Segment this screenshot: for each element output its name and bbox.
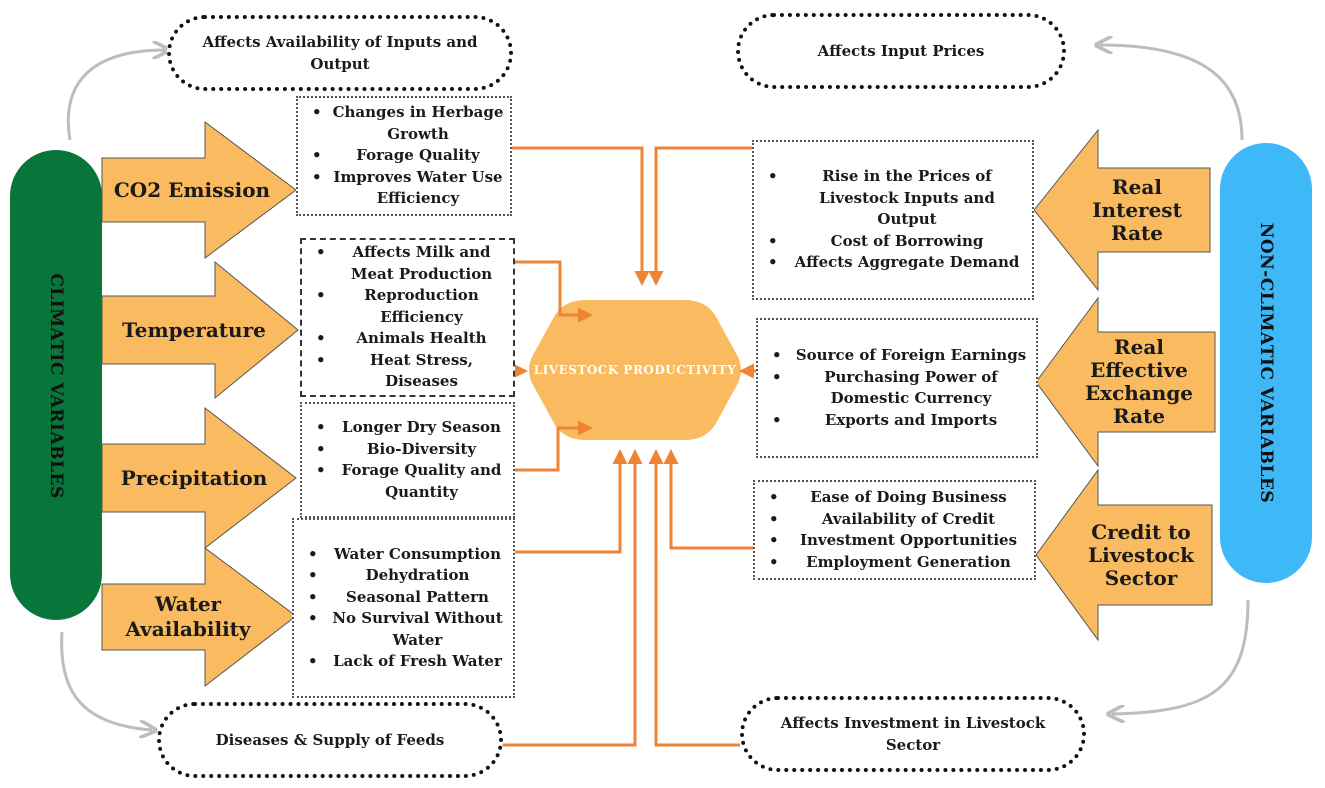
non-climatic-variables-pill — [1220, 143, 1312, 583]
list-item: Reproduction Efficiency — [308, 285, 507, 328]
list-item: Investment Opportunities — [761, 530, 1028, 552]
feedback-arrow-top-right — [1100, 45, 1244, 141]
real-effective-exchange-rate-arrow — [1035, 296, 1216, 468]
connector-temperature-to-center — [515, 260, 593, 323]
list-item: Dehydration — [300, 565, 507, 587]
connector-co2-to-center — [512, 146, 650, 286]
precipitation-label: Precipitation — [120, 466, 268, 490]
co2-effects-box: Changes in Herbage Growth Forage Quality… — [296, 96, 512, 216]
list-item: Changes in Herbage Growth — [304, 102, 504, 145]
interest-rate-effects-box: Rise in the Prices of Livestock Inputs a… — [752, 140, 1034, 300]
livestock-productivity-label: LIVESTOCK PRODUCTIVITY — [533, 363, 737, 377]
credit-to-livestock-sector-arrow — [1035, 468, 1213, 642]
water-availability-arrow — [101, 547, 297, 688]
real-interest-rate-label: Real Interest Rate — [1092, 174, 1182, 245]
real-effective-exchange-rate-label: Real Effective Exchange Rate — [1084, 335, 1194, 428]
temperature-effects-box: Affects Milk and Meat Production Reprodu… — [300, 238, 515, 397]
list-item: Exports and Imports — [764, 410, 1030, 432]
list-item: Rise in the Prices of Livestock Inputs a… — [760, 166, 1026, 231]
climatic-variables-pill — [10, 150, 102, 620]
list-item: Longer Dry Season — [308, 417, 507, 439]
feedback-arrow-bottom-left — [60, 631, 152, 730]
list-item: Animals Health — [308, 328, 507, 350]
credit-effects-box: Ease of Doing Business Availability of C… — [753, 480, 1036, 580]
real-interest-rate-arrow — [1033, 128, 1211, 292]
list-item: Lack of Fresh Water — [300, 651, 507, 673]
exchange-rate-effects-box: Source of Foreign Earnings Purchasing Po… — [756, 318, 1038, 458]
livestock-productivity-diamond — [529, 300, 741, 440]
feedback-arrow-bottom-right — [1112, 599, 1250, 714]
list-item: Forage Quality and Quantity — [308, 460, 507, 503]
non-climatic-variables-label: NON-CLIMATIC VARIABLES — [1256, 222, 1276, 504]
list-item: Forage Quality — [304, 145, 504, 167]
list-item: Heat Stress, Diseases — [308, 350, 507, 393]
connector-credit-to-center — [663, 449, 753, 550]
list-item: Employment Generation — [761, 552, 1028, 574]
list-item: Cost of Borrowing — [760, 231, 1026, 253]
feedback-arrow-top-left — [66, 50, 165, 141]
list-item: Affects Milk and Meat Production — [308, 242, 507, 285]
connector-precipitation-to-center — [515, 420, 593, 472]
water-availability-effects-box: Water Consumption Dehydration Seasonal P… — [292, 518, 515, 698]
diseases-supply-of-feeds-note: Diseases & Supply of Feeds — [157, 702, 503, 778]
availability-of-inputs-note: Affects Availability of Inputs and Outpu… — [167, 15, 513, 91]
precipitation-arrow — [101, 406, 297, 550]
list-item: Improves Water Use Efficiency — [304, 167, 504, 210]
list-item: Source of Foreign Earnings — [764, 345, 1030, 367]
list-item: Bio-Diversity — [308, 439, 507, 461]
connector-water-to-center — [515, 449, 628, 554]
climatic-variables-label: CLIMATIC VARIABLES — [46, 273, 66, 499]
connector-interest-to-center — [648, 146, 752, 286]
list-item: Water Consumption — [300, 544, 507, 566]
list-item: Purchasing Power of Domestic Currency — [764, 367, 1030, 410]
co2-emission-label: CO2 Emission — [113, 178, 271, 202]
credit-to-livestock-sector-label: Credit to Livestock Sector — [1088, 519, 1194, 590]
list-item: No Survival Without Water — [300, 608, 507, 651]
temperature-arrow — [101, 260, 299, 400]
input-prices-note: Affects Input Prices — [736, 13, 1066, 89]
temperature-label: Temperature — [122, 318, 266, 342]
co2-emission-arrow — [101, 121, 297, 259]
connector-feeds-to-center — [502, 449, 643, 747]
list-item: Availability of Credit — [761, 509, 1028, 531]
precipitation-effects-box: Longer Dry Season Bio-Diversity Forage Q… — [300, 402, 515, 518]
list-item: Seasonal Pattern — [300, 587, 507, 609]
connector-investment-to-center — [648, 449, 740, 747]
list-item: Affects Aggregate Demand — [760, 252, 1026, 274]
investment-in-livestock-note: Affects Investment in Livestock Sector — [740, 696, 1086, 772]
water-availability-label: Water Availability — [125, 592, 251, 641]
list-item: Ease of Doing Business — [761, 487, 1028, 509]
